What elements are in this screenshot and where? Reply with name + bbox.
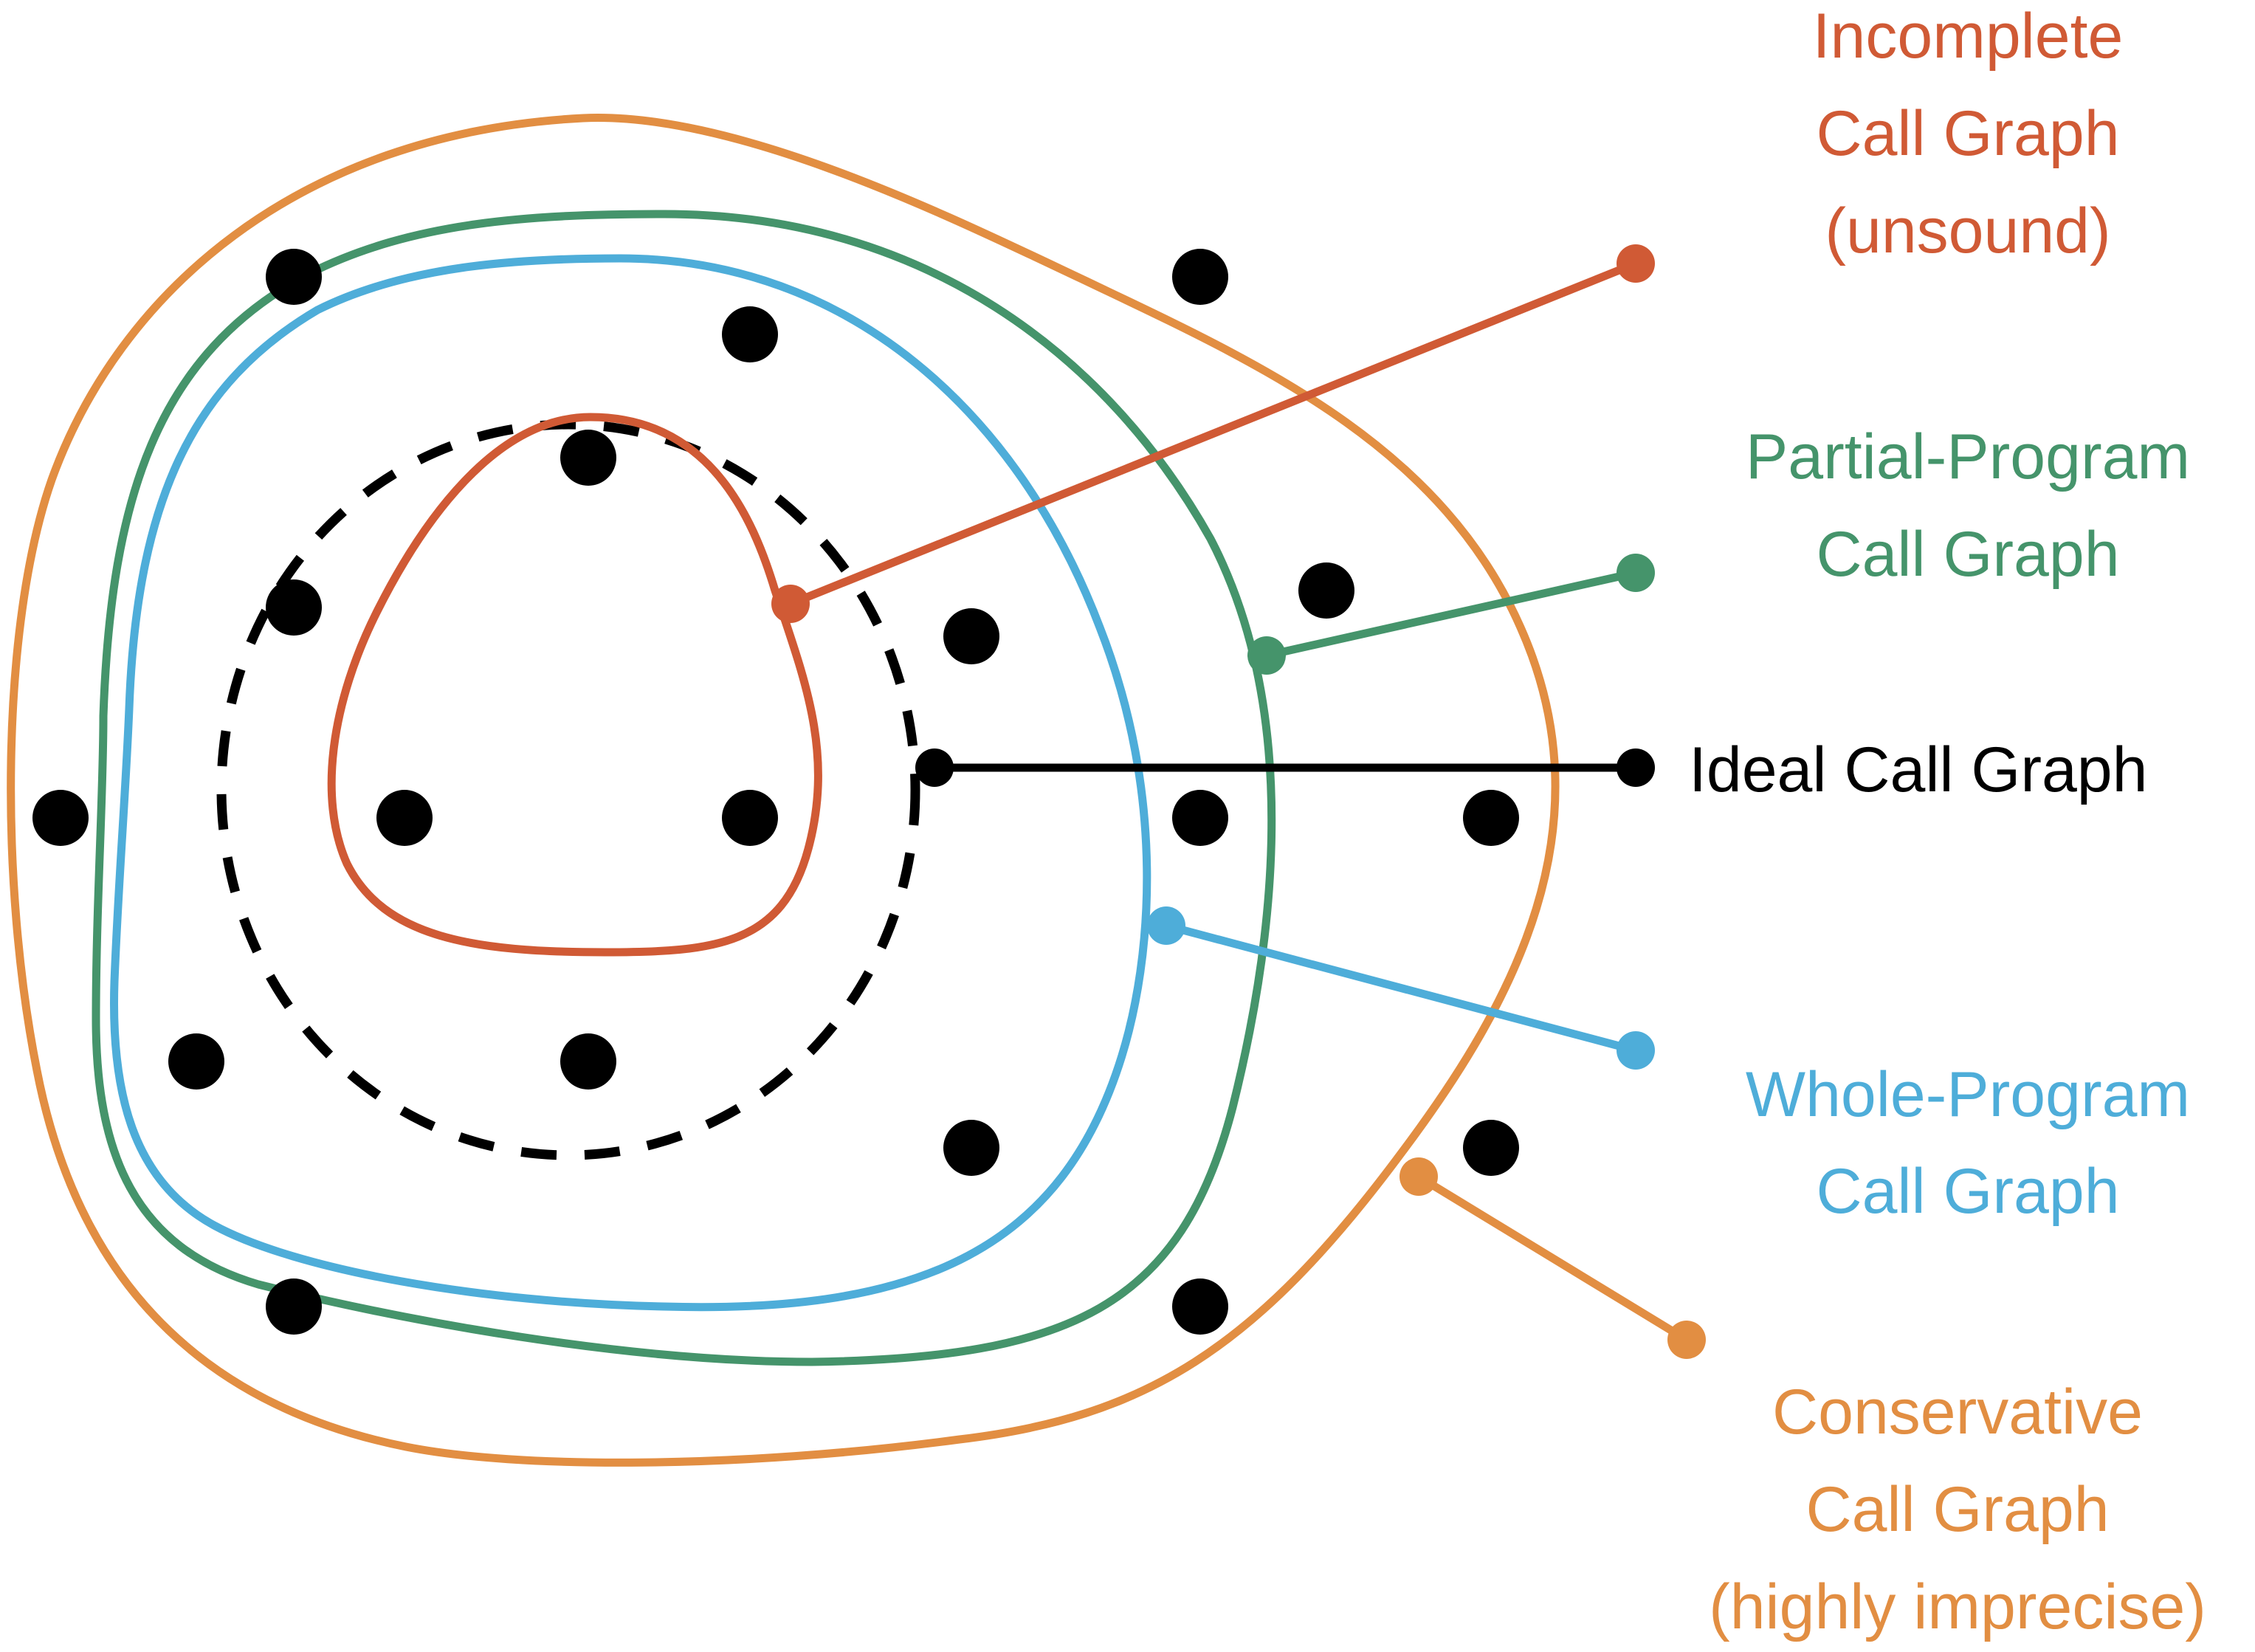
incomplete-label: Incomplete Call Graph (unsound) xyxy=(1813,1,2124,266)
whole-label-line: Call Graph xyxy=(1816,1156,2119,1227)
graph-node xyxy=(560,1033,616,1090)
incomplete-leader-start-dot xyxy=(771,585,810,623)
partial-label-line: Partial-Program xyxy=(1746,421,2190,492)
incomplete-leader xyxy=(771,244,1655,623)
graph-node xyxy=(722,790,778,846)
graph-node xyxy=(1172,1278,1228,1335)
whole-program-call-graph-boundary xyxy=(110,254,1151,1312)
partial-leader-end-dot xyxy=(1617,554,1655,592)
graph-node xyxy=(1172,249,1228,305)
conservative-label-line: (highly imprecise) xyxy=(1709,1572,2206,1642)
graph-node xyxy=(266,1278,322,1335)
ideal-leader xyxy=(915,748,1655,787)
graph-node xyxy=(376,790,433,846)
graph-node xyxy=(1172,790,1228,846)
graph-node xyxy=(1463,1120,1519,1176)
incomplete-call-graph-boundary xyxy=(327,413,822,957)
whole-leader xyxy=(1147,906,1655,1070)
graph-node xyxy=(266,579,322,636)
conservative-label-line: Call Graph xyxy=(1805,1474,2109,1545)
graph-node xyxy=(722,306,778,362)
ideal-call-graph-boundary xyxy=(216,419,920,1160)
whole-leader-end-dot xyxy=(1617,1031,1655,1070)
graph-node xyxy=(266,249,322,305)
graph-node xyxy=(168,1033,224,1090)
partial-program-call-graph-boundary xyxy=(92,210,1276,1366)
incomplete-label-line: Call Graph xyxy=(1816,98,2119,169)
incomplete-leader-end-dot xyxy=(1617,244,1655,283)
whole-label: Whole-Program Call Graph xyxy=(1746,1059,2190,1227)
graph-node xyxy=(943,1120,999,1176)
incomplete-label-line: Incomplete xyxy=(1813,1,2124,72)
whole-leader-start-dot xyxy=(1147,906,1185,945)
conservative-leader-end-dot xyxy=(1667,1321,1706,1359)
conservative-call-graph-boundary xyxy=(7,114,1560,1467)
partial-label-line: Call Graph xyxy=(1816,519,2119,590)
conservative-leader-start-dot xyxy=(1400,1157,1438,1196)
partial-leader-start-dot xyxy=(1247,636,1286,675)
conservative-leader xyxy=(1400,1157,1706,1359)
ideal-leader-end-dot xyxy=(1617,748,1655,787)
graph-node xyxy=(1298,562,1354,619)
ideal-label: Ideal Call Graph xyxy=(1689,734,2147,805)
ideal-label-line: Ideal Call Graph xyxy=(1689,734,2147,805)
conservative-label-line: Conservative xyxy=(1772,1377,2143,1448)
whole-label-line: Whole-Program xyxy=(1746,1059,2190,1130)
partial-label: Partial-Program Call Graph xyxy=(1746,421,2190,590)
conservative-label: Conservative Call Graph (highly imprecis… xyxy=(1709,1377,2206,1642)
ideal-leader-start-dot xyxy=(915,748,954,787)
graph-node xyxy=(1463,790,1519,846)
graph-node xyxy=(32,790,89,846)
graph-node xyxy=(560,430,616,486)
graph-node xyxy=(943,608,999,664)
partial-leader xyxy=(1247,554,1655,675)
incomplete-label-line: (unsound) xyxy=(1825,196,2110,266)
